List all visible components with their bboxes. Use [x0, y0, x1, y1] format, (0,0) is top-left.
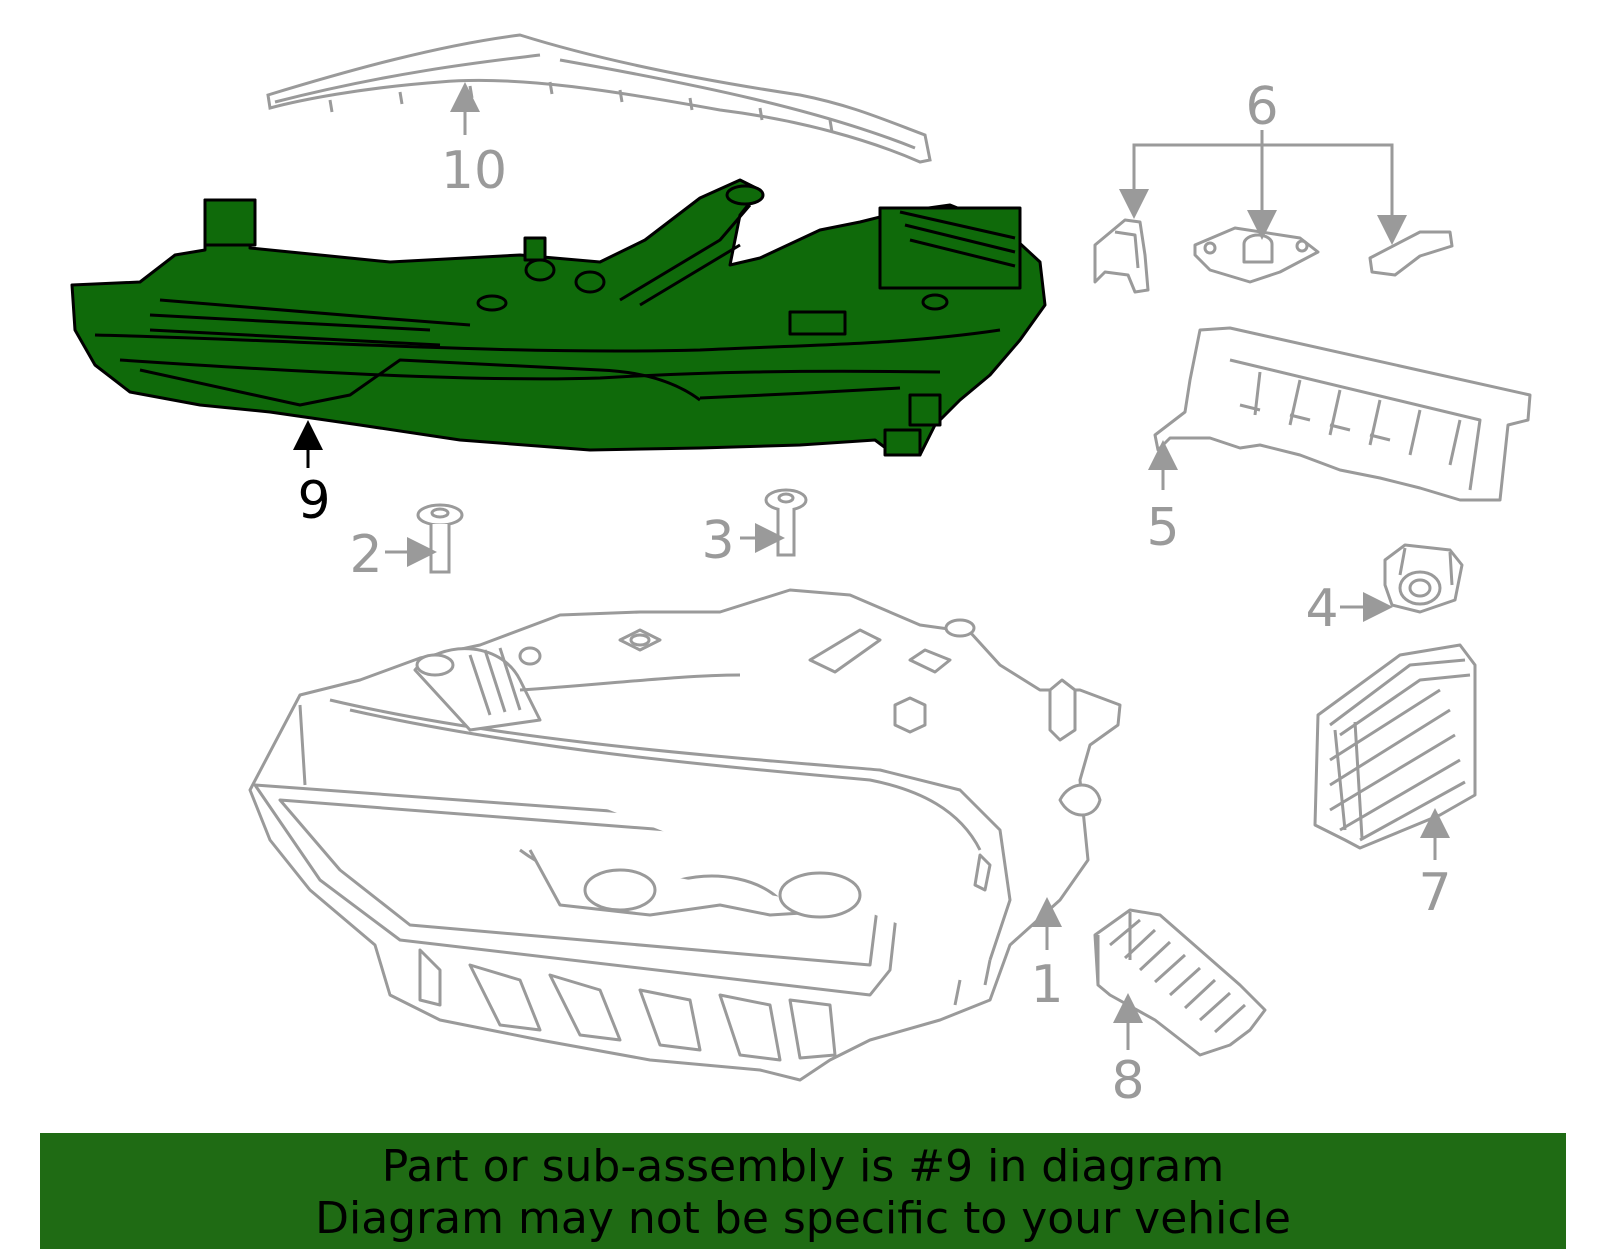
part-6-clips[interactable]: [1093, 218, 1454, 294]
part-3-pin[interactable]: [764, 488, 808, 557]
banner-line-2: Diagram may not be specific to your vehi…: [315, 1193, 1291, 1244]
part-2-screw[interactable]: [416, 503, 464, 574]
leader-lines: [385, 82, 1450, 1050]
callout-10: 10: [441, 141, 507, 201]
callout-5: 5: [1146, 498, 1179, 558]
callout-2: 2: [349, 525, 382, 585]
info-banner: Part or sub-assembly is #9 in diagram Di…: [40, 1133, 1566, 1249]
banner-line-1: Part or sub-assembly is #9 in diagram: [381, 1141, 1225, 1192]
part-1-headlamp-housing[interactable]: [248, 588, 1122, 1082]
callout-3: 3: [701, 511, 734, 571]
part-4-socket[interactable]: [1383, 543, 1464, 614]
part-9-drl-assembly[interactable]: [70, 178, 1047, 457]
leader-6-right: [1262, 143, 1407, 245]
leader-6-left: [1119, 143, 1262, 219]
part-10-trim-strip[interactable]: [266, 33, 932, 164]
callout-6: 6: [1245, 77, 1278, 137]
callout-4: 4: [1305, 579, 1338, 639]
callout-7: 7: [1418, 863, 1451, 923]
callout-8: 8: [1111, 1051, 1144, 1111]
part-7-module[interactable]: [1313, 643, 1477, 850]
part-5-bracket[interactable]: [1153, 326, 1532, 502]
part-8-heatsink[interactable]: [1093, 908, 1267, 1057]
callout-9: 9: [297, 471, 330, 531]
callout-1: 1: [1030, 955, 1063, 1015]
